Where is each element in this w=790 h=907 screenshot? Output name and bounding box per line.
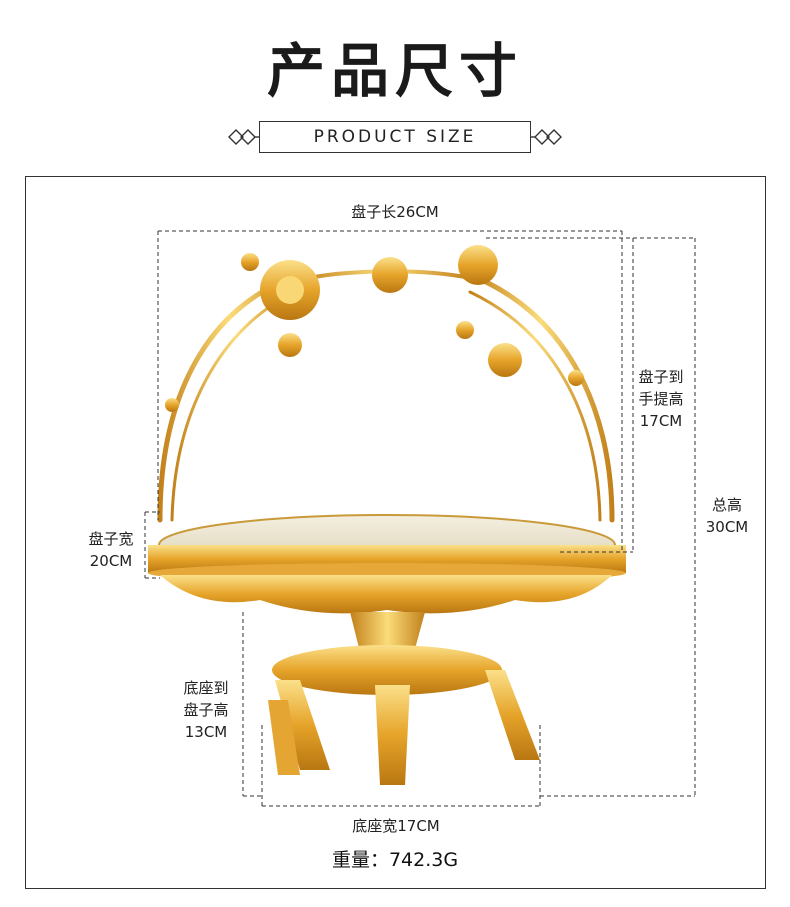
plate-to-handle-line3: 17CM [639, 412, 683, 430]
diamond-left-icon [228, 129, 259, 145]
total-height-label: 总高 30CM [696, 494, 758, 538]
base-to-plate-label: 底座到 盘子高 13CM [175, 677, 237, 743]
base-width-label: 底座宽17CM [352, 817, 440, 835]
base-to-plate-line3: 13CM [184, 723, 228, 741]
base-to-plate-line1: 底座到 [183, 679, 229, 697]
plate-length-label: 盘子长26CM [351, 203, 439, 221]
plate-to-handle-label: 盘子到 手提高 17CM [630, 366, 692, 432]
handle-ornaments [165, 245, 584, 412]
plate [148, 514, 626, 614]
plate-width-line1: 盘子宽 [88, 530, 134, 548]
plate-to-handle-line2: 手提高 [638, 390, 684, 408]
diamond-right-icon [531, 129, 562, 145]
content-frame [25, 176, 766, 889]
total-height-line2: 30CM [705, 518, 749, 536]
total-height-line1: 总高 [711, 496, 742, 514]
subtitle-row: PRODUCT SIZE [0, 121, 790, 155]
stand [268, 612, 540, 785]
handle [157, 269, 615, 523]
plate-width-line2: 20CM [89, 552, 133, 570]
dimension-lines [144, 230, 696, 807]
page-title: 产品尺寸 [266, 37, 523, 105]
plate-to-handle-line1: 盘子到 [638, 368, 684, 386]
subtitle-box: PRODUCT SIZE [259, 121, 531, 153]
plate-width-label: 盘子宽 20CM [80, 528, 142, 572]
base-to-plate-line2: 盘子高 [183, 701, 229, 719]
weight-label: 重量：742.3G [331, 849, 459, 871]
